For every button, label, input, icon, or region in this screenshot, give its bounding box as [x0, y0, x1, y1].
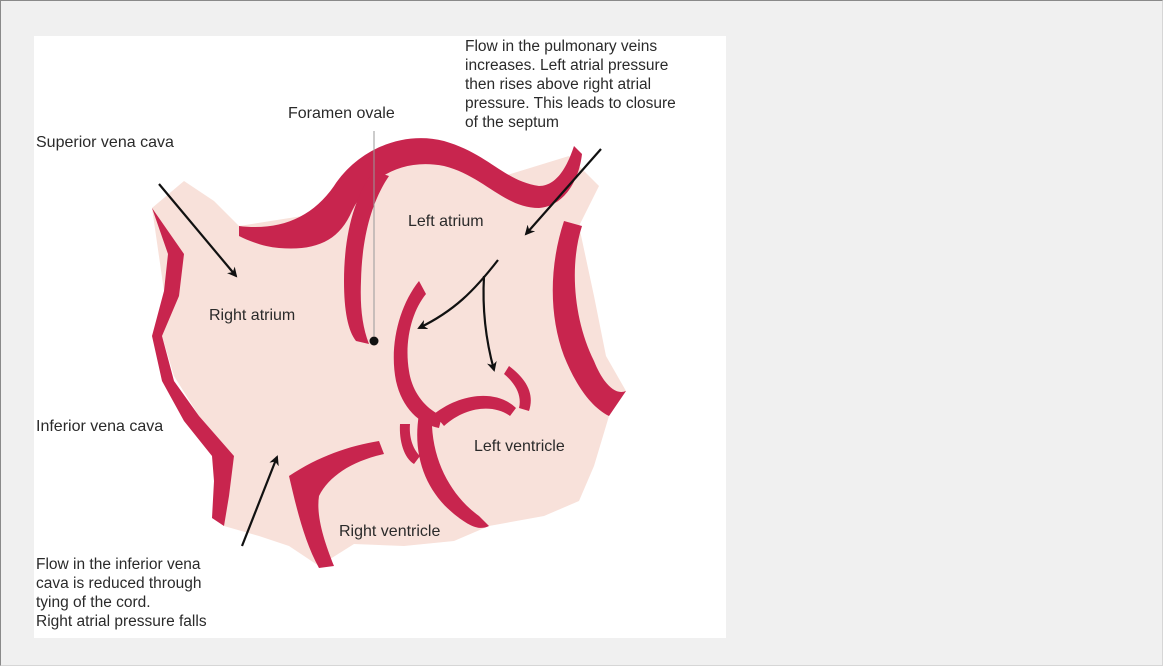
foramen-ovale-label: Foramen ovale	[288, 104, 395, 124]
pulmonary-veins-annotation: Flow in the pulmonary veins increases. L…	[465, 37, 676, 132]
left-ventricle-label: Left ventricle	[474, 437, 565, 457]
inferior-vena-cava-label: Inferior vena cava	[36, 417, 163, 437]
superior-vena-cava-label: Superior vena cava	[36, 133, 174, 153]
inferior-vena-cava-annotation: Flow in the inferior vena cava is reduce…	[36, 555, 207, 631]
left-atrium-label: Left atrium	[408, 212, 484, 232]
heart-diagram: Flow in the pulmonary veins increases. L…	[34, 36, 726, 638]
foramen-ovale-dot	[370, 337, 379, 346]
right-atrium-label: Right atrium	[209, 306, 295, 326]
right-ventricle-label: Right ventricle	[339, 522, 440, 542]
